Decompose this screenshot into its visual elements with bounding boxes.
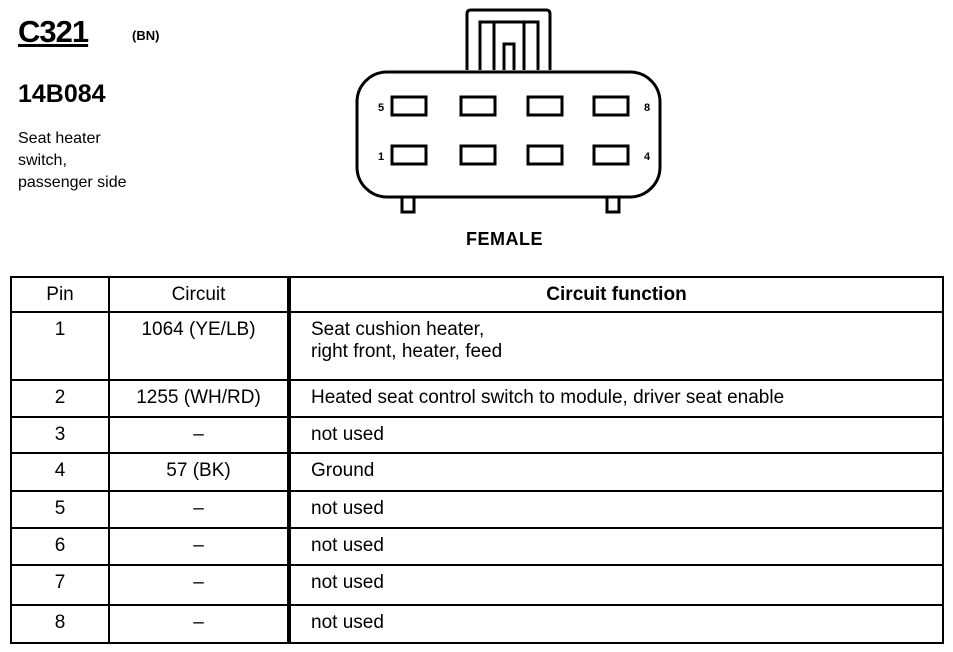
pin-number: 4 bbox=[10, 452, 110, 492]
circuit-function: Heated seat control switch to module, dr… bbox=[287, 379, 944, 418]
circuit-value: – bbox=[108, 604, 290, 644]
circuit-value: 1064 (YE/LB) bbox=[108, 311, 290, 381]
circuit-value: – bbox=[108, 416, 290, 454]
connector-id: C321 bbox=[18, 14, 89, 49]
pin-label-top-right: 8 bbox=[644, 102, 650, 114]
pin-number: 3 bbox=[10, 416, 110, 454]
pin-number: 7 bbox=[10, 564, 110, 606]
pin-number: 6 bbox=[10, 527, 110, 566]
description-line: switch, bbox=[18, 152, 67, 169]
pin-cavity-4 bbox=[592, 144, 630, 166]
header-pin: Pin bbox=[10, 276, 110, 313]
circuit-function: not used bbox=[287, 416, 944, 454]
connector-foot-right bbox=[605, 195, 621, 214]
pin-cavity-6 bbox=[459, 95, 497, 117]
pin-cavity-1 bbox=[390, 144, 428, 166]
circuit-value: – bbox=[108, 490, 290, 529]
table-row: 2 1255 (WH/RD) Heated seat control switc… bbox=[10, 379, 944, 418]
pin-cavity-2 bbox=[459, 144, 497, 166]
function-line: Ground bbox=[311, 460, 375, 481]
pin-cavity-8 bbox=[592, 95, 630, 117]
function-line: not used bbox=[311, 498, 384, 519]
circuit-function: not used bbox=[287, 490, 944, 529]
pin-cavity-5 bbox=[390, 95, 428, 117]
pinout-table: Pin Circuit Circuit function 1 1064 (YE/… bbox=[10, 276, 944, 644]
circuit-value: 57 (BK) bbox=[108, 452, 290, 492]
connector-housing bbox=[355, 70, 662, 199]
function-line: not used bbox=[311, 572, 384, 593]
connector-gender-label: FEMALE bbox=[466, 229, 543, 249]
table-row: 1 1064 (YE/LB) Seat cushion heater, righ… bbox=[10, 311, 944, 381]
description-line: passenger side bbox=[18, 174, 127, 191]
function-line: Seat cushion heater, bbox=[311, 319, 485, 340]
pin-number: 1 bbox=[10, 311, 110, 381]
circuit-value: 1255 (WH/RD) bbox=[108, 379, 290, 418]
circuit-function: not used bbox=[287, 604, 944, 644]
function-line: Heated seat control switch to module, dr… bbox=[311, 387, 785, 408]
table-row: 7 – not used bbox=[10, 564, 944, 606]
circuit-value: – bbox=[108, 564, 290, 606]
circuit-value: – bbox=[108, 527, 290, 566]
function-line: not used bbox=[311, 612, 384, 633]
table-row: 6 – not used bbox=[10, 527, 944, 566]
circuit-function: Seat cushion heater, right front, heater… bbox=[287, 311, 944, 381]
function-line: not used bbox=[311, 424, 384, 445]
circuit-function: not used bbox=[287, 527, 944, 566]
table-row: 4 57 (BK) Ground bbox=[10, 452, 944, 492]
pin-number: 5 bbox=[10, 490, 110, 529]
pin-cavity-7 bbox=[526, 95, 564, 117]
pin-label-bottom-left: 1 bbox=[378, 151, 384, 163]
function-line: not used bbox=[311, 535, 384, 556]
pin-number: 2 bbox=[10, 379, 110, 418]
connector-latch bbox=[465, 8, 552, 70]
table-row: 3 – not used bbox=[10, 416, 944, 454]
description-line: Seat heater bbox=[18, 130, 101, 147]
table-row: 5 – not used bbox=[10, 490, 944, 529]
pin-label-top-left: 5 bbox=[378, 102, 384, 114]
circuit-function: not used bbox=[287, 564, 944, 606]
connector-face-diagram: 5 8 1 4 bbox=[355, 8, 662, 214]
pin-label-bottom-right: 4 bbox=[644, 151, 651, 163]
connector-description: Seat heater switch, passenger side bbox=[18, 128, 218, 194]
circuit-function: Ground bbox=[287, 452, 944, 492]
table-header-row: Pin Circuit Circuit function bbox=[10, 276, 944, 313]
table-row: 8 – not used bbox=[10, 604, 944, 644]
connector-color: (BN) bbox=[132, 28, 160, 43]
header-circuit: Circuit bbox=[108, 276, 290, 313]
part-number: 14B084 bbox=[18, 80, 106, 108]
pin-cavity-3 bbox=[526, 144, 564, 166]
header-circuit-function: Circuit function bbox=[287, 276, 944, 313]
pin-number: 8 bbox=[10, 604, 110, 644]
connector-foot-left bbox=[400, 195, 416, 214]
function-line: right front, heater, feed bbox=[311, 341, 503, 362]
